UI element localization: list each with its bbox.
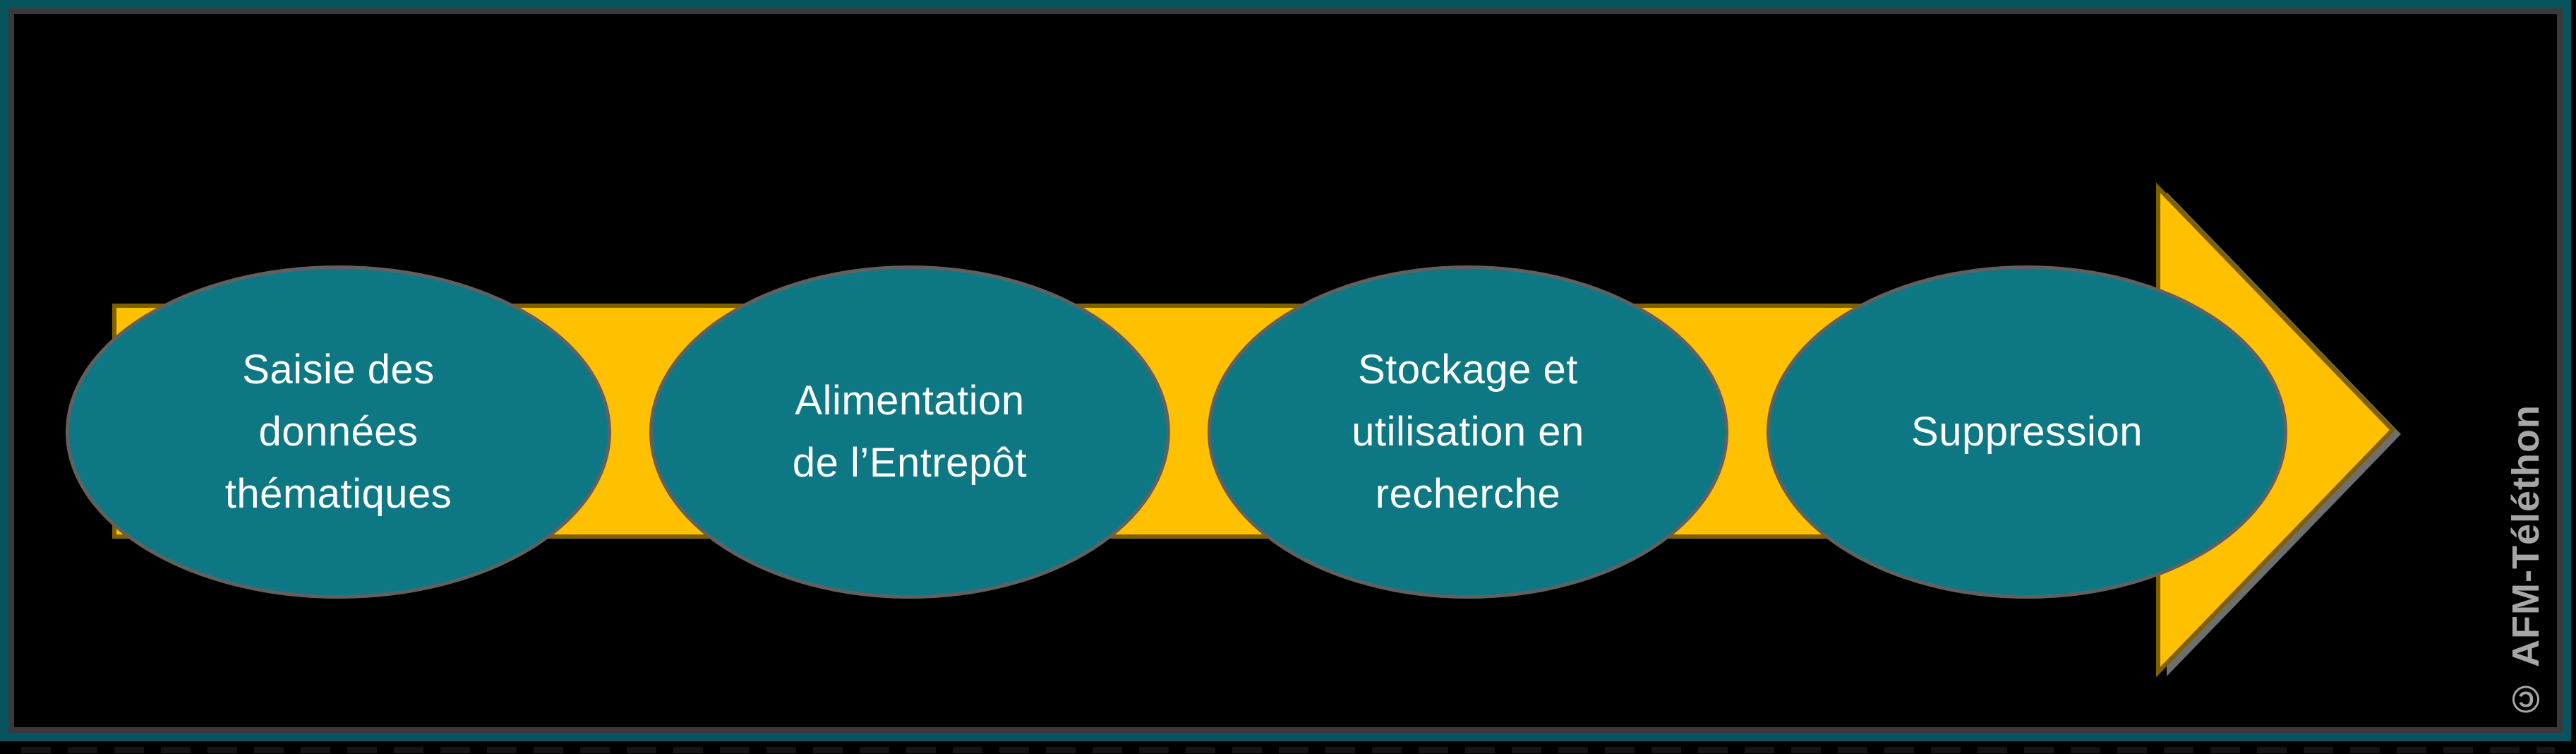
stage-1-ellipse: Saisie des données thématiques bbox=[66, 265, 611, 599]
copyright-watermark: © AFM-Téléthon bbox=[2505, 405, 2547, 720]
stage-1-label: Saisie des données thématiques bbox=[224, 347, 452, 517]
stage-2-ellipse: Alimentation de l’Entrepôt bbox=[649, 265, 1170, 599]
stage-2-label: Alimentation de l’Entrepôt bbox=[792, 378, 1028, 486]
stage-3-label: Stockage et utilisation en recherche bbox=[1352, 347, 1584, 517]
stage-3-ellipse: Stockage et utilisation en recherche bbox=[1208, 265, 1728, 599]
stage-4-ellipse: Suppression bbox=[1767, 265, 2287, 599]
bottom-edge-dashes bbox=[21, 747, 2555, 753]
stage-4-label: Suppression bbox=[1911, 409, 2143, 455]
